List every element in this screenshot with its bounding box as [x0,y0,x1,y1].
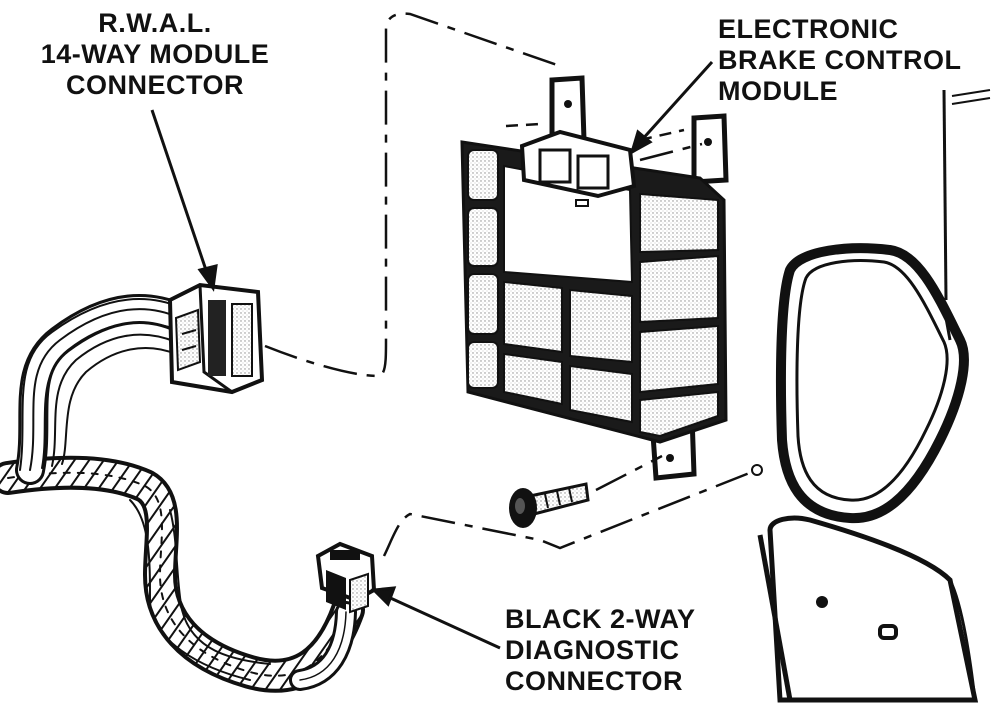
assembly-line-diagnostic [382,470,753,557]
arrowhead-rwal [197,264,218,292]
diagnostic-connector-label: BLACK 2-WAY DIAGNOSTIC CONNECTOR [505,604,696,697]
leader-diagnostic [385,594,501,650]
assembly-line-right-tab [639,142,703,162]
assembly-lines [264,12,753,557]
module-side-face [639,192,719,438]
ebcm-label-line-1: ELECTRONIC [718,14,899,44]
bracket-hole [751,464,763,476]
rwal-label-line-3: CONNECTOR [65,70,244,100]
assembly-line-connector [264,12,561,378]
vehicle-mounting-bracket [757,89,991,703]
ebcm-label-line-2: BRAKE CONTROL [718,45,962,75]
black-2-way-diagnostic-connector [315,541,377,614]
rwal-label-line-2: 14-WAY MODULE [40,39,270,69]
diag-label-line-2: DIAGNOSTIC [505,635,680,665]
brake-module-label: ELECTRONIC BRAKE CONTROL MODULE [718,14,962,107]
leader-arrows [150,60,714,650]
leader-rwal [150,109,210,277]
rwal-connector-label: R.W.A.L. 14-WAY MODULE CONNECTOR [20,8,290,101]
rwal-label-line-1: R.W.A.L. [98,8,212,38]
wire-harness [0,294,365,693]
rwal-14-way-connector [167,282,265,395]
ebcm-label-line-3: MODULE [718,76,838,106]
module-right-tab [691,113,729,185]
module-front-face [467,149,634,424]
electronic-brake-control-module [460,75,729,481]
mounting-screw [509,482,590,528]
arrowhead-diagnostic [370,586,397,607]
module-connector-socket [519,129,637,199]
diag-label-line-1: BLACK 2-WAY [505,604,696,634]
leader-ebcm [638,60,714,144]
assembly-line-screw [595,454,663,492]
diag-label-line-3: CONNECTOR [505,666,684,696]
arrowhead-ebcm [629,129,653,156]
